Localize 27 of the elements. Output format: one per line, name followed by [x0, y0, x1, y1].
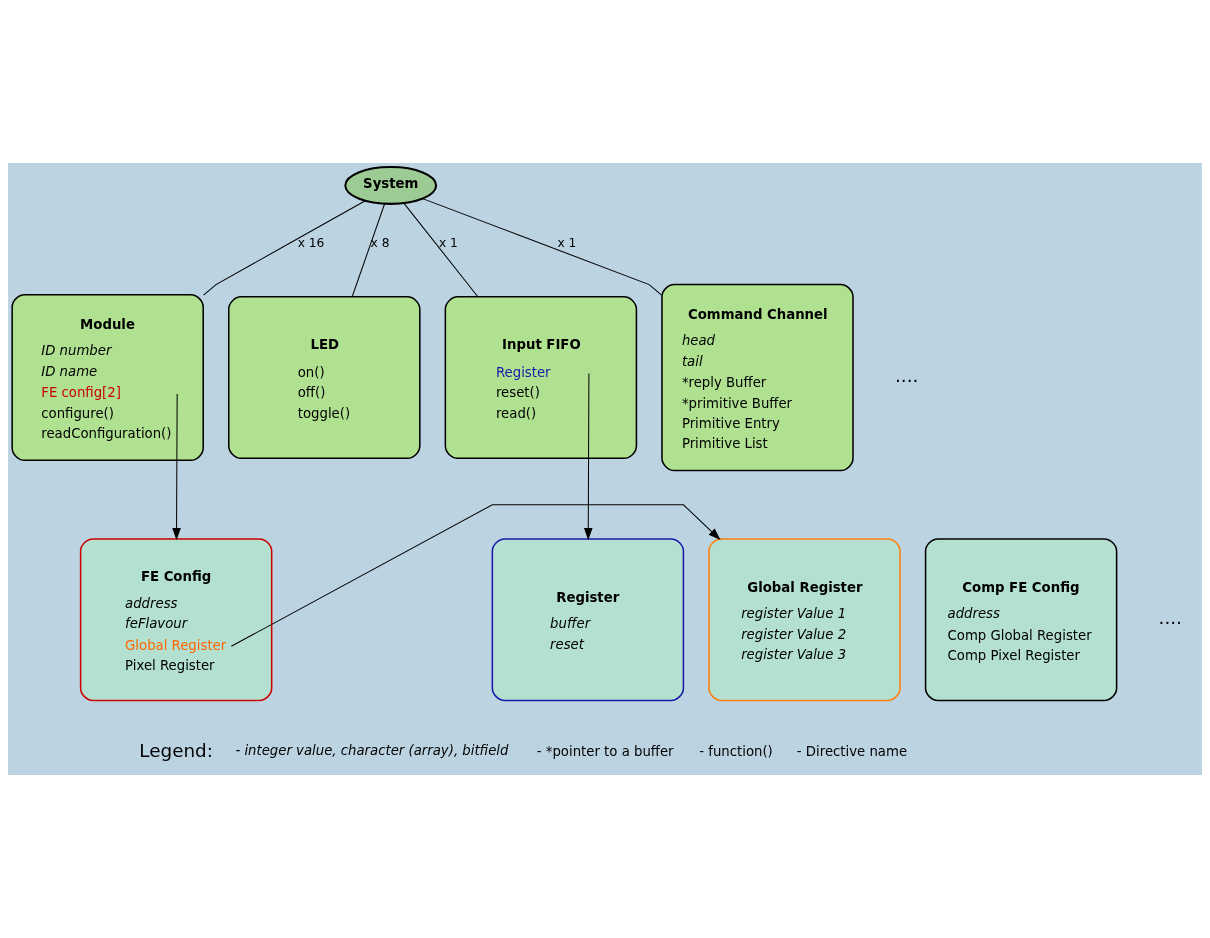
- legend-label: - function(): [699, 744, 773, 759]
- edge-label: x 16: [297, 236, 325, 251]
- arrow: [230, 504, 721, 647]
- edge-label: x 1: [438, 236, 458, 251]
- node-box: Comp FE Config address Comp Global Register Comp Pixel Register: [924, 538, 1118, 702]
- connector: [403, 202, 479, 298]
- edge-label: x 8: [370, 236, 390, 251]
- arrow: [583, 372, 593, 541]
- arrow: [172, 393, 181, 541]
- connector: [203, 200, 366, 296]
- legend-label: - *pointer to a buffer: [536, 744, 674, 759]
- node-box: Input FIFO Register reset() read(): [444, 296, 638, 460]
- legend-label: - integer value, character (array), bitfield: [235, 742, 509, 758]
- node-box: Command Channel head tail *reply Buffer *primitive Buffer Primitive Entry Primitive List: [661, 283, 854, 472]
- node-box: Global Register register Value 1 register Value 2 register Value 3: [708, 538, 901, 702]
- node-ellipse: System: [344, 166, 438, 205]
- node-box: LED on() off() toggle(): [228, 296, 421, 460]
- label: ....: [894, 365, 919, 387]
- node-box: FE Config address feFlavour Global Register Pixel Register: [79, 538, 273, 702]
- node-box: Register buffer reset: [491, 538, 685, 702]
- edge-label: x 1: [557, 236, 577, 251]
- node-box: Module ID number ID name FE config[2] configure() readConfiguration(): [11, 294, 204, 462]
- legend-label: - Directive name: [796, 744, 908, 759]
- connector: [351, 203, 386, 297]
- label: Legend:: [139, 740, 213, 762]
- label: ....: [1158, 607, 1182, 629]
- connector: [422, 198, 663, 296]
